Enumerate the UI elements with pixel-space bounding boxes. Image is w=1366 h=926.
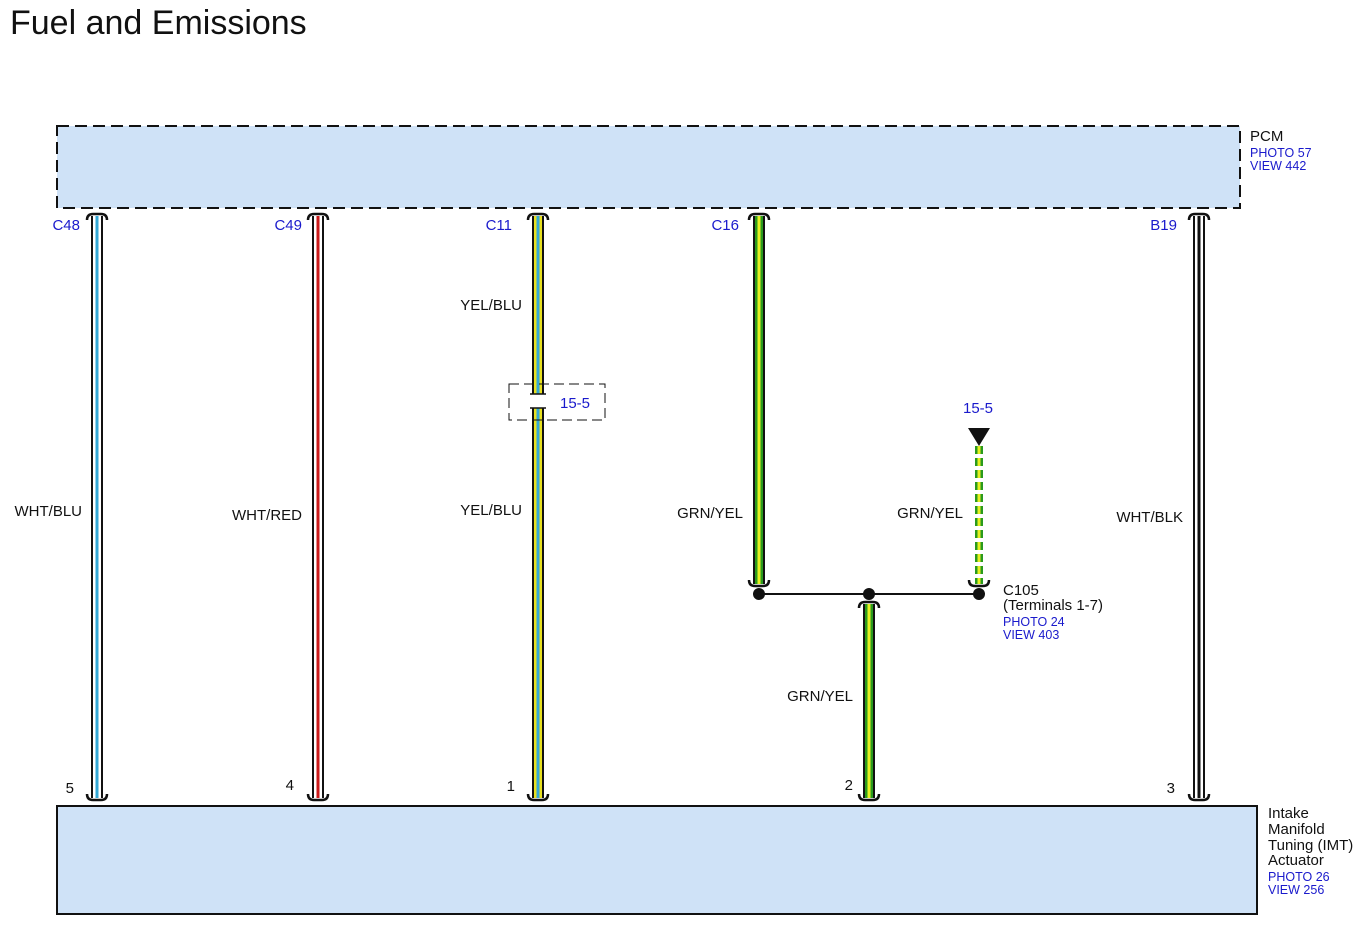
wire-c11 xyxy=(532,216,544,798)
splice-ref-15-5[interactable]: 15-5 xyxy=(560,395,590,412)
junction-dot-middle xyxy=(863,588,875,600)
pcm-connector-cap-4 xyxy=(1187,212,1211,221)
wires-layer xyxy=(85,212,1211,802)
imt-view-ref[interactable]: VIEW 256 xyxy=(1268,883,1324,897)
page-title: Fuel and Emissions xyxy=(10,4,307,42)
imt-label-line-2: Manifold xyxy=(1268,821,1325,838)
actuator-pin-3: 3 xyxy=(1167,780,1175,797)
c105-cap-middle xyxy=(857,600,881,609)
pcm-pin-c16: C16 xyxy=(711,217,739,234)
pcm-connector-cap-3 xyxy=(747,212,771,221)
branch-ref-15-5[interactable]: 15-5 xyxy=(963,400,993,417)
imt-label-line-4: Actuator xyxy=(1268,852,1324,869)
actuator-pin-4: 4 xyxy=(286,777,294,794)
c105-view-ref[interactable]: VIEW 403 xyxy=(1003,628,1059,642)
wire-label-wht-blu: WHT/BLU xyxy=(15,503,83,520)
wire-label-wht-red: WHT/RED xyxy=(232,507,302,524)
c105-photo-ref[interactable]: PHOTO 24 xyxy=(1003,615,1065,629)
pcm-label: PCM xyxy=(1250,128,1283,145)
junction-dot-right xyxy=(973,588,985,600)
wire-c49 xyxy=(312,216,324,798)
wire-branch xyxy=(975,446,983,584)
wire-c16 xyxy=(753,216,765,584)
wire-label-grn-yel-c16: GRN/YEL xyxy=(677,505,743,522)
c105-label: C105 xyxy=(1003,582,1039,599)
pcm-pin-c48: C48 xyxy=(52,217,80,234)
pcm-pin-b19: B19 xyxy=(1150,217,1177,234)
wire-b19 xyxy=(1193,216,1205,798)
actuator-connector-cap-4 xyxy=(857,793,881,802)
actuator-connector-cap-2 xyxy=(526,793,550,802)
c105-terminals: (Terminals 1-7) xyxy=(1003,597,1103,614)
wire-label-yel-blu-upper: YEL/BLU xyxy=(460,297,522,314)
branch-arrow-icon xyxy=(968,428,990,446)
actuator-pin-1: 1 xyxy=(507,778,515,795)
imt-label-line-3: Tuning (IMT) xyxy=(1268,837,1353,854)
wire-joint-pin2 xyxy=(863,604,875,798)
wire-label-wht-blk: WHT/BLK xyxy=(1116,509,1183,526)
actuator-pin-2: 2 xyxy=(845,777,853,794)
wire-label-grn-yel-joint: GRN/YEL xyxy=(787,688,853,705)
imt-actuator-box xyxy=(56,805,1258,915)
pcm-view-ref[interactable]: VIEW 442 xyxy=(1250,159,1306,173)
pcm-box xyxy=(56,125,1241,209)
actuator-connector-cap-0 xyxy=(85,793,109,802)
pcm-connector-cap-0 xyxy=(85,212,109,221)
pcm-pin-c49: C49 xyxy=(274,217,302,234)
imt-label-line-1: Intake xyxy=(1268,805,1309,822)
splice-box xyxy=(508,383,606,421)
junction-dot-left xyxy=(753,588,765,600)
pcm-connector-cap-2 xyxy=(526,212,550,221)
pcm-connector-cap-1 xyxy=(306,212,330,221)
wire-c48 xyxy=(91,216,103,798)
actuator-pin-5: 5 xyxy=(66,780,74,797)
c105-cap-left xyxy=(747,579,771,588)
pcm-photo-ref[interactable]: PHOTO 57 xyxy=(1250,146,1312,160)
pcm-pin-c11: C11 xyxy=(486,217,512,234)
c105-cap-right xyxy=(967,579,991,588)
wire-label-yel-blu-lower: YEL/BLU xyxy=(460,502,522,519)
imt-photo-ref[interactable]: PHOTO 26 xyxy=(1268,870,1330,884)
wire-label-grn-yel-branch: GRN/YEL xyxy=(897,505,963,522)
actuator-connector-cap-3 xyxy=(1187,793,1211,802)
splice-gap xyxy=(532,394,544,408)
actuator-connector-cap-1 xyxy=(306,793,330,802)
